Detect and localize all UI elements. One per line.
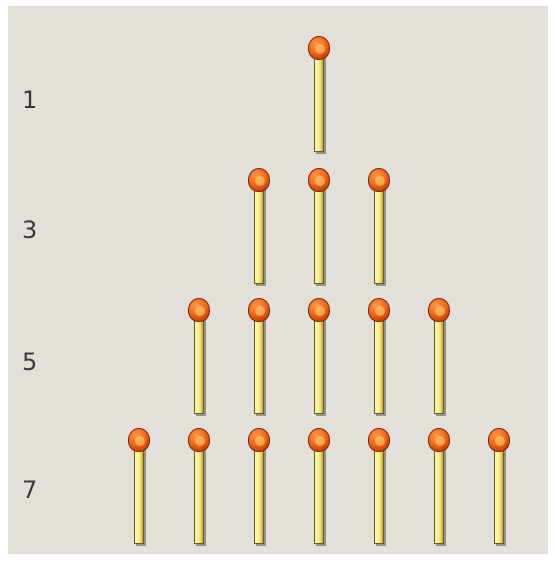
match-stick bbox=[434, 442, 444, 544]
row-label: 1 bbox=[22, 88, 62, 112]
matchstick-icon[interactable] bbox=[427, 298, 453, 418]
match-head bbox=[248, 428, 270, 452]
match-stick bbox=[314, 50, 324, 152]
match-head bbox=[128, 428, 150, 452]
matchstick-icon[interactable] bbox=[367, 168, 393, 288]
matchstick-icon[interactable] bbox=[187, 298, 213, 418]
matchstick-icon[interactable] bbox=[187, 428, 213, 548]
row-7: 7 bbox=[8, 428, 548, 546]
match-stick bbox=[434, 312, 444, 414]
match-head bbox=[188, 298, 210, 322]
matchstick-icon[interactable] bbox=[247, 298, 273, 418]
match-stick bbox=[254, 442, 264, 544]
matchstick-icon[interactable] bbox=[367, 298, 393, 418]
row-label: 7 bbox=[22, 478, 62, 502]
matchstick-icon[interactable] bbox=[127, 428, 153, 548]
match-head bbox=[248, 298, 270, 322]
matchstick-icon[interactable] bbox=[247, 428, 273, 548]
match-head bbox=[308, 168, 330, 192]
match-head bbox=[368, 428, 390, 452]
match-stick bbox=[134, 442, 144, 544]
match-stick bbox=[314, 442, 324, 544]
matchstick-icon[interactable] bbox=[307, 428, 333, 548]
match-stick bbox=[254, 182, 264, 284]
matchstick-icon[interactable] bbox=[367, 428, 393, 548]
match-head bbox=[308, 298, 330, 322]
match-stick bbox=[194, 442, 204, 544]
match-head bbox=[488, 428, 510, 452]
match-head bbox=[428, 428, 450, 452]
match-head bbox=[248, 168, 270, 192]
nim-board: 1 3 5 7 bbox=[8, 6, 548, 554]
match-head bbox=[368, 168, 390, 192]
matchstick-icon[interactable] bbox=[307, 298, 333, 418]
match-head bbox=[428, 298, 450, 322]
match-stick bbox=[374, 312, 384, 414]
row-1: 1 bbox=[8, 36, 548, 154]
match-stick bbox=[494, 442, 504, 544]
match-stick bbox=[374, 182, 384, 284]
row-3: 3 bbox=[8, 168, 548, 286]
match-stick bbox=[314, 182, 324, 284]
row-label: 3 bbox=[22, 218, 62, 242]
matchstick-icon[interactable] bbox=[427, 428, 453, 548]
matchstick-icon[interactable] bbox=[307, 168, 333, 288]
match-head bbox=[308, 36, 330, 60]
match-head bbox=[368, 298, 390, 322]
match-head bbox=[188, 428, 210, 452]
match-stick bbox=[314, 312, 324, 414]
row-5: 5 bbox=[8, 298, 548, 416]
match-head bbox=[308, 428, 330, 452]
match-stick bbox=[374, 442, 384, 544]
matchstick-icon[interactable] bbox=[247, 168, 273, 288]
row-label: 5 bbox=[22, 350, 62, 374]
matchstick-icon[interactable] bbox=[487, 428, 513, 548]
matchstick-icon[interactable] bbox=[307, 36, 333, 156]
match-stick bbox=[254, 312, 264, 414]
match-stick bbox=[194, 312, 204, 414]
